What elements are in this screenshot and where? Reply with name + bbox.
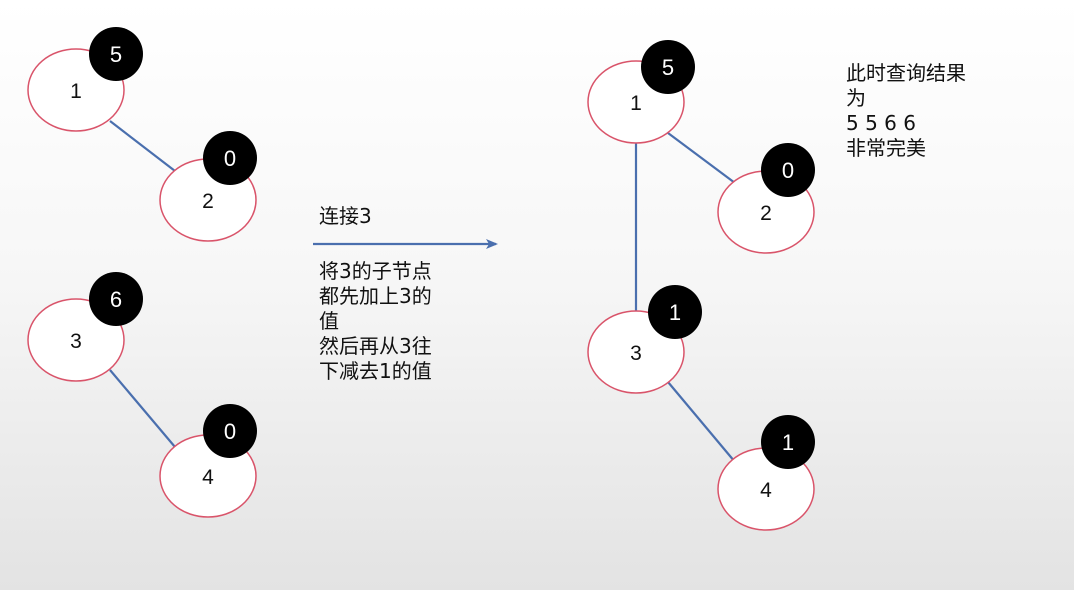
badge-after-2: 0	[761, 143, 815, 197]
edge-after-1-2	[667, 132, 736, 184]
badge-before-4: 0	[203, 404, 257, 458]
badge-value: 1	[782, 430, 794, 455]
node-label: 4	[202, 466, 214, 489]
arrow-caption-text: 连接3	[319, 204, 372, 228]
badge-after-4: 1	[761, 415, 815, 469]
arrow-caption: 连接3	[319, 204, 372, 229]
edge-after-3-4	[667, 381, 736, 463]
badge-circle	[89, 272, 143, 326]
badge-value: 0	[224, 146, 236, 171]
result-line: 非常完美	[846, 136, 926, 160]
explanation-line: 都先加上3的	[319, 284, 432, 308]
node-label: 1	[70, 80, 82, 103]
badge-value: 5	[110, 42, 122, 67]
badge-circle	[89, 27, 143, 81]
result-line: 为	[846, 86, 866, 110]
node-label: 2	[760, 202, 772, 225]
badge-circle	[203, 404, 257, 458]
explanation-line: 值	[319, 309, 339, 333]
result-line: 5 5 6 6	[846, 111, 916, 135]
badge-circle	[761, 143, 815, 197]
explanation-text: 将3的子节点 都先加上3的 值 然后再从3往 下减去1的值	[319, 259, 432, 384]
badge-value: 5	[662, 55, 674, 80]
result-line: 此时查询结果	[846, 61, 966, 85]
badge-circle	[641, 40, 695, 94]
result-text: 此时查询结果 为 5 5 6 6 非常完美	[846, 61, 966, 161]
badge-value: 1	[669, 300, 681, 325]
node-label: 3	[630, 342, 642, 365]
badge-circle	[761, 415, 815, 469]
explanation-line: 将3的子节点	[319, 259, 432, 283]
node-label: 2	[202, 190, 214, 213]
badge-value: 0	[782, 158, 794, 183]
explanation-line: 下减去1的值	[319, 359, 432, 383]
badge-circle	[203, 131, 257, 185]
node-label: 4	[760, 479, 772, 502]
explanation-line: 然后再从3往	[319, 334, 432, 358]
badge-before-3: 6	[89, 272, 143, 326]
badge-circle	[648, 285, 702, 339]
badge-after-3: 1	[648, 285, 702, 339]
node-label: 1	[630, 92, 642, 115]
badge-after-1: 5	[641, 40, 695, 94]
node-label: 3	[70, 330, 82, 353]
edge-before-1-2	[109, 120, 176, 172]
edge-before-3-4	[109, 369, 176, 448]
badge-before-1: 5	[89, 27, 143, 81]
badge-value: 0	[224, 419, 236, 444]
badge-value: 6	[110, 287, 122, 312]
badge-before-2: 0	[203, 131, 257, 185]
